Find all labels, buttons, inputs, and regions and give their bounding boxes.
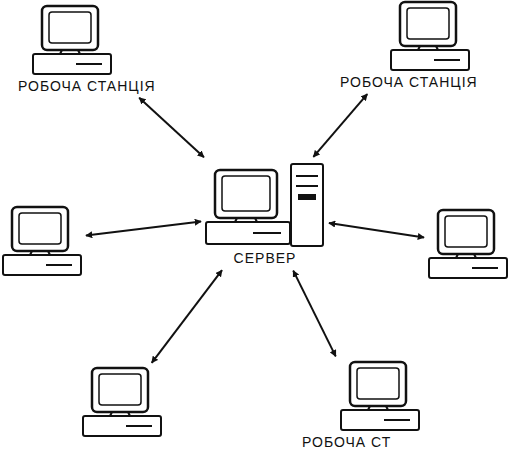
network-link (293, 271, 335, 357)
server-label: СЕРВЕР (232, 250, 299, 266)
computer-icon (32, 4, 112, 76)
workstation-label: РОБОЧА СТАНЦІЯ (338, 74, 480, 90)
workstation-label: РОБОЧА СТ (300, 434, 393, 450)
computer-icon (2, 205, 82, 277)
workstation: РОБОЧА СТ (300, 360, 420, 451)
computer-icon (428, 208, 508, 280)
workstation-label: РОБОЧА СТАНЦІЯ (16, 78, 158, 94)
workstation (428, 208, 508, 280)
network-link (313, 94, 367, 157)
computer-icon (82, 366, 162, 438)
network-link (152, 270, 222, 363)
workstation: РОБОЧА СТАНЦІЯ (338, 0, 480, 91)
computer-icon (340, 360, 420, 432)
workstation (82, 366, 162, 438)
computer-icon (390, 0, 470, 72)
workstation: РОБОЧА СТАНЦІЯ (16, 4, 158, 95)
network-link (86, 221, 201, 235)
workstation (2, 205, 82, 277)
network-link (139, 98, 204, 158)
server-icon (205, 160, 325, 248)
server: СЕРВЕР (205, 160, 325, 267)
network-link (329, 223, 424, 237)
